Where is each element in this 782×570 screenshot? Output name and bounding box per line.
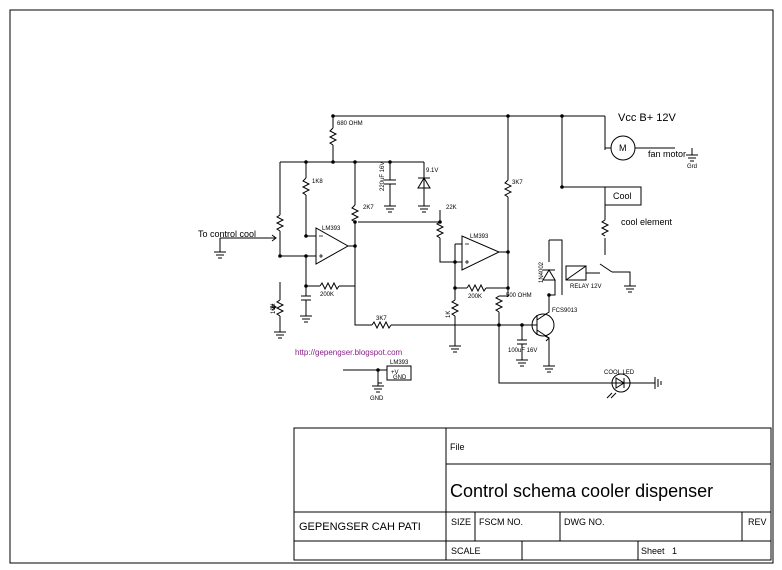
dwg-label: DWG NO.: [564, 517, 605, 527]
cap-top-label: 220uF 16V: [380, 162, 386, 191]
file-label: File: [450, 442, 465, 452]
relay-label: RELAY 12V: [570, 284, 601, 290]
size-label: SIZE: [451, 517, 471, 527]
r-10k-label: 10K: [271, 303, 277, 314]
r-680-label: 680 OHM: [337, 121, 363, 127]
cap-bottom-label: 100uF 16V: [508, 348, 537, 354]
to-control-cool-label: To control cool: [198, 229, 256, 239]
opamp-symbols: [315, 227, 501, 271]
r-22k-label: 22K: [446, 205, 457, 211]
rev-label: REV: [748, 517, 767, 527]
r-1k-label: 1K: [446, 311, 452, 318]
scale-label: SCALE: [451, 546, 481, 556]
r-200k-b-label: 200K: [468, 294, 482, 300]
author-name: GEPENGSER CAH PATI: [299, 521, 421, 533]
r-200k-a-label: 200K: [320, 292, 334, 298]
r-3k7-top-label: 3K7: [512, 180, 523, 186]
ic-a-label: LM393: [322, 226, 341, 232]
gnd-label: GND: [370, 396, 384, 402]
ground-symbols: [214, 154, 698, 393]
sheet-border: [9, 9, 774, 564]
sheet-label: Sheet: [641, 546, 665, 556]
transistor-label: FCS9013: [552, 308, 578, 314]
led-label: COOL LED: [604, 370, 635, 376]
grd-label: Grd: [687, 164, 697, 170]
motor-symbol-label: M: [619, 143, 627, 153]
vcc-label: Vcc B+ 12V: [618, 112, 676, 124]
ic-b-label: LM393: [470, 234, 489, 240]
r-3k7-mid-label: 3K7: [376, 316, 387, 322]
ic-c-label: LM393: [390, 360, 409, 366]
ic-c-gnd-pin: GND: [393, 375, 407, 381]
cool-element-label: cool element: [621, 217, 673, 227]
ic-c-vcc-pin: +V: [391, 370, 399, 376]
blog-url[interactable]: http://gepengser.blogspot.com: [295, 348, 403, 357]
r-2k7-label: 2K7: [363, 205, 374, 211]
zener-label: 9.1V: [426, 168, 438, 174]
r-500-label: 500 OHM: [506, 293, 532, 299]
drawing-title: Control schema cooler dispenser: [450, 481, 713, 501]
fscm-label: FSCM NO.: [479, 517, 523, 527]
r-1k8-label: 1K8: [312, 179, 323, 185]
junctions: [278, 114, 564, 372]
cool-box-label: Cool: [613, 191, 632, 201]
diode-label: 1N4002: [539, 261, 545, 283]
fan-motor-label: fan motor: [648, 149, 686, 159]
sheet-value: 1: [672, 546, 677, 556]
title-block: [293, 427, 772, 561]
wiring: [219, 115, 693, 399]
